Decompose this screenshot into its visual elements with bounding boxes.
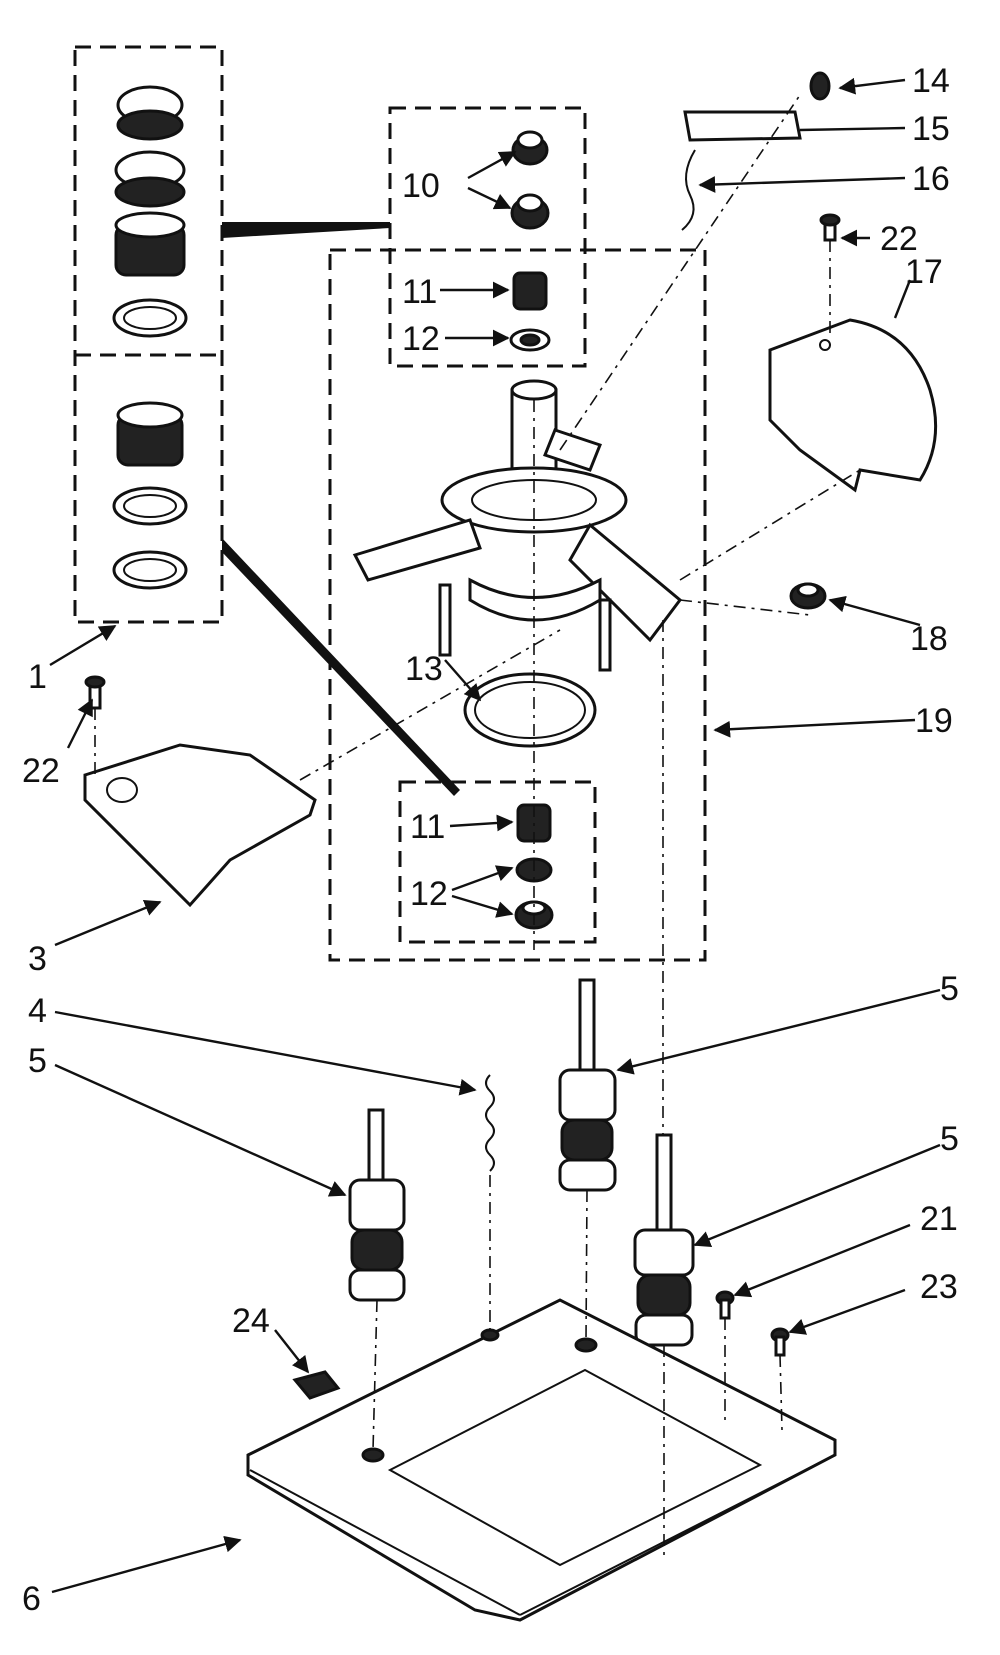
callout-15: 15 — [912, 110, 950, 148]
gearcase-assembly-box — [328, 248, 707, 962]
assembly-lines — [94, 94, 861, 1560]
callout-22-right: 22 — [880, 220, 918, 258]
bearing-kit-group — [73, 45, 460, 796]
callout-5-left: 5 — [28, 1042, 47, 1080]
callout-14: 14 — [912, 62, 950, 100]
base-plate — [246, 1298, 837, 1622]
callout-labels: 10 11 12 14 15 16 22 17 18 19 13 11 12 1… — [22, 62, 959, 1618]
callout-3: 3 — [28, 940, 47, 978]
callout-5-right: 5 — [940, 1120, 959, 1158]
callout-12-upper: 12 — [402, 320, 440, 358]
bracket-and-clip — [681, 71, 831, 231]
callout-18: 18 — [910, 620, 948, 658]
small-clip — [292, 1370, 341, 1400]
cover-plate-left — [83, 675, 317, 908]
callout-24: 24 — [232, 1302, 270, 1340]
lower-bearing-box — [398, 780, 597, 944]
callout-6: 6 — [22, 1580, 41, 1618]
suspension-spring-right — [633, 1133, 695, 1347]
upper-bearing-box — [388, 106, 587, 368]
callout-11-upper: 11 — [402, 273, 437, 311]
bearing-kit-part-illustrations — [112, 85, 188, 590]
callout-19: 19 — [915, 702, 953, 740]
callout-23: 23 — [920, 1268, 958, 1306]
screws — [715, 1290, 790, 1357]
nut — [789, 582, 827, 610]
callout-12-lower: 12 — [410, 875, 448, 913]
callout-11-lower: 11 — [410, 808, 445, 846]
cover-plate-right — [768, 213, 938, 493]
leader-lines — [49, 77, 941, 1594]
tension-spring — [485, 1074, 495, 1172]
connector-wedge-bottom — [222, 538, 460, 796]
callout-1: 1 — [28, 658, 47, 696]
belt-ring — [463, 672, 597, 748]
suspension-spring-left — [348, 1108, 406, 1302]
callout-10: 10 — [402, 167, 440, 205]
suspension-spring-center — [558, 978, 617, 1192]
callout-4: 4 — [28, 992, 47, 1030]
connector-wedge-top — [222, 222, 390, 238]
callout-13: 13 — [405, 650, 443, 688]
callout-16: 16 — [912, 160, 950, 198]
callout-22-left: 22 — [22, 752, 60, 790]
callout-21: 21 — [920, 1200, 958, 1238]
callout-17: 17 — [905, 253, 943, 291]
callout-5-center: 5 — [940, 970, 959, 1008]
